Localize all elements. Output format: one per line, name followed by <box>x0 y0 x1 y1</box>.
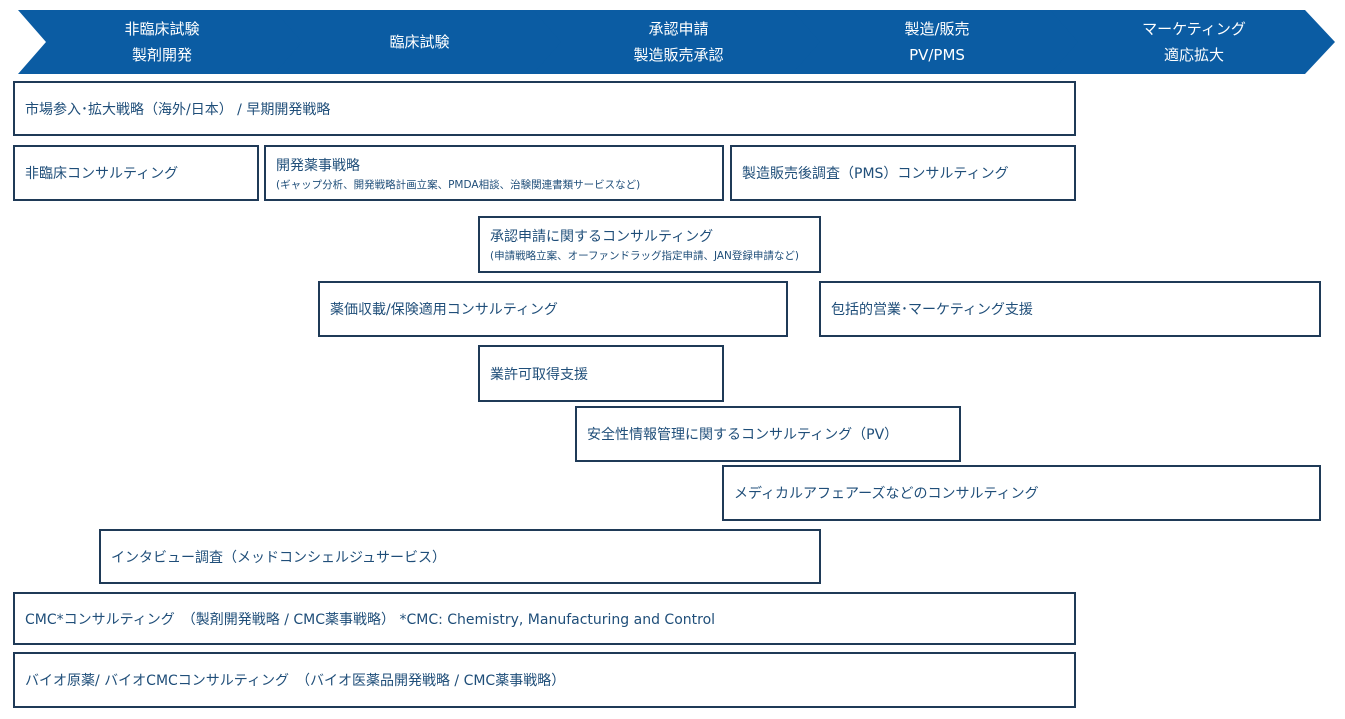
phase-arrow-bar <box>18 10 1335 74</box>
service-label: 業許可取得支援 <box>490 366 588 383</box>
phase-arrow-1 <box>18 10 306 74</box>
service-label: 開発薬事戦略 <box>276 157 360 174</box>
service-label: 非臨床コンサルティング <box>25 166 179 182</box>
phase-arrow-5 <box>1050 10 1335 74</box>
phase-manufacturing: 製造/販売 PV/PMS <box>820 10 1054 74</box>
service-label: CMC*コンサルティング （製剤開発戦略 / CMC薬事戦略） *CMC: Ch… <box>25 611 716 628</box>
service-label: 承認申請に関するコンサルティング <box>490 229 714 245</box>
service-label: バイオ原薬/ バイオCMCコンサルティング （バイオ医薬品開発戦略 / CMC薬… <box>25 673 566 689</box>
service-nonclinical: 非臨床コンサルティング <box>13 145 259 201</box>
phase-label: 非臨床試験 <box>124 20 200 38</box>
service-label: 薬価収載/保険適用コンサルティング <box>330 302 558 318</box>
phase-label: 臨床試験 <box>389 33 450 51</box>
phase-approval: 承認申請 製造販売承認 <box>561 10 796 74</box>
service-medical-affairs: メディカルアフェアーズなどのコンサルティング <box>722 465 1321 521</box>
phase-label: PV/PMS <box>909 46 965 64</box>
service-pricing: 薬価収載/保険適用コンサルティング <box>318 281 788 337</box>
phase-label: 適応拡大 <box>1163 46 1224 64</box>
phase-label: 製造販売承認 <box>633 46 724 64</box>
phase-arrow-4 <box>792 10 1082 74</box>
service-label: 安全性情報管理に関するコンサルティング（PV） <box>587 427 899 443</box>
phase-nonclinical: 非臨床試験 製剤開発 <box>46 10 278 74</box>
service-label: メディカルアフェアーズなどのコンサルティング <box>734 486 1039 502</box>
service-pv: 安全性情報管理に関するコンサルティング（PV） <box>575 406 961 462</box>
phase-clinical: 臨床試験 <box>302 10 537 74</box>
phase-label: マーケティング <box>1142 20 1246 38</box>
service-pms: 製造販売後調査（PMS）コンサルティング <box>730 145 1076 201</box>
service-interview: インタビュー調査（メッドコンシェルジュサービス） <box>99 529 821 584</box>
service-sublabel: (ギャップ分析、開発戦略計画立案、PMDA相談、治験関連書類サービスなど) <box>276 178 641 191</box>
service-market-entry: 市場参入･拡大戦略（海外/日本） / 早期開発戦略 <box>13 81 1076 136</box>
service-label: 市場参入･拡大戦略（海外/日本） / 早期開発戦略 <box>25 101 331 118</box>
phase-label: 承認申請 <box>648 20 709 38</box>
service-label: 包括的営業･マーケティング支援 <box>831 302 1033 318</box>
service-license: 業許可取得支援 <box>478 345 724 402</box>
service-sublabel: (申請戦略立案、オーファンドラッグ指定申請、JAN登録申請など) <box>490 250 800 262</box>
phase-arrow-2 <box>274 10 565 74</box>
service-approval: 承認申請に関するコンサルティング (申請戦略立案、オーファンドラッグ指定申請、J… <box>478 216 821 273</box>
service-marketing-support: 包括的営業･マーケティング支援 <box>819 281 1321 337</box>
phase-marketing: マーケティング 適応拡大 <box>1078 10 1310 74</box>
phase-arrow-3 <box>533 10 824 74</box>
service-label: インタビュー調査（メッドコンシェルジュサービス） <box>111 549 447 566</box>
service-cmc: CMC*コンサルティング （製剤開発戦略 / CMC薬事戦略） *CMC: Ch… <box>13 592 1076 645</box>
phase-label: 製造/販売 <box>904 20 970 38</box>
service-bio: バイオ原薬/ バイオCMCコンサルティング （バイオ医薬品開発戦略 / CMC薬… <box>13 652 1076 708</box>
service-regulatory-dev: 開発薬事戦略 (ギャップ分析、開発戦略計画立案、PMDA相談、治験関連書類サービ… <box>264 145 724 201</box>
service-label: 製造販売後調査（PMS）コンサルティング <box>742 166 1009 182</box>
phase-label: 製剤開発 <box>131 46 192 64</box>
